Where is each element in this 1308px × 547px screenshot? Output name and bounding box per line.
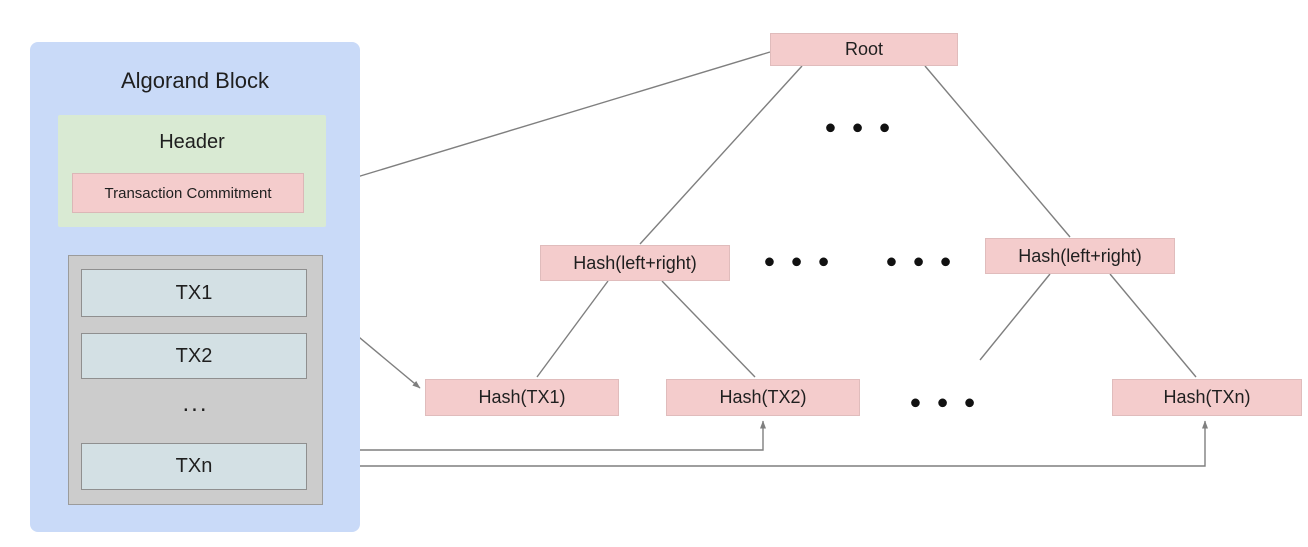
header-label: Header: [159, 131, 225, 153]
leaf-node-hash-tx2-label: Hash(TX2): [719, 387, 807, 407]
algorand-block-container: Algorand Block Header Transaction Commit…: [30, 42, 360, 532]
tx1-box: TX1: [81, 269, 307, 317]
edge-hash-right-to-leaf-txn: [1109, 273, 1197, 378]
txn-label: TXn: [175, 455, 213, 477]
ellipsis-dots-below-root: ●●●: [824, 116, 906, 139]
txn-box: TXn: [81, 443, 307, 490]
tx2-box: TX2: [81, 333, 307, 379]
edge-root-to-hash-left: [639, 65, 803, 245]
ellipsis-dots-middle-left: ●●●: [763, 250, 845, 273]
transactions-container: TX1 TX2 ... TXn: [68, 255, 323, 505]
leaf-node-hash-txn: Hash(TXn): [1112, 379, 1302, 416]
edge-txn-to-leaf-txn: [306, 420, 1208, 467]
header-box: Header Transaction Commitment: [58, 115, 326, 227]
edge-root-to-hash-right: [924, 65, 1071, 238]
tx1-label: TX1: [175, 281, 213, 304]
root-node: Root: [770, 33, 958, 66]
internal-node-right-label: Hash(left+right): [1018, 245, 1142, 266]
transaction-commitment-label: Transaction Commitment: [104, 184, 272, 202]
edge-hash-left-to-leaf-tx2: [661, 280, 756, 378]
root-node-label: Root: [844, 39, 884, 59]
ellipsis-dots-leaf-row: ●●●: [909, 391, 991, 414]
ellipsis-dots-middle-right: ●●●: [885, 250, 967, 273]
tx2-label: TX2: [175, 344, 213, 367]
internal-node-left: Hash(left+right): [540, 245, 730, 281]
leaf-node-hash-tx2: Hash(TX2): [666, 379, 860, 416]
block-title: Algorand Block: [121, 68, 269, 93]
transactions-ellipsis: ...: [182, 390, 209, 417]
edge-hash-left-to-leaf-tx1: [536, 280, 609, 378]
leaf-node-hash-tx1: Hash(TX1): [425, 379, 619, 416]
internal-node-left-label: Hash(left+right): [573, 252, 697, 273]
edge-hash-right-to-ellipsis: [979, 273, 1051, 361]
edge-root-to-commitment: [313, 51, 771, 191]
transaction-commitment-box: Transaction Commitment: [72, 173, 304, 213]
internal-node-right: Hash(left+right): [985, 238, 1175, 274]
leaf-node-hash-txn-label: Hash(TXn): [1163, 387, 1251, 407]
leaf-node-hash-tx1-label: Hash(TX1): [478, 387, 566, 407]
